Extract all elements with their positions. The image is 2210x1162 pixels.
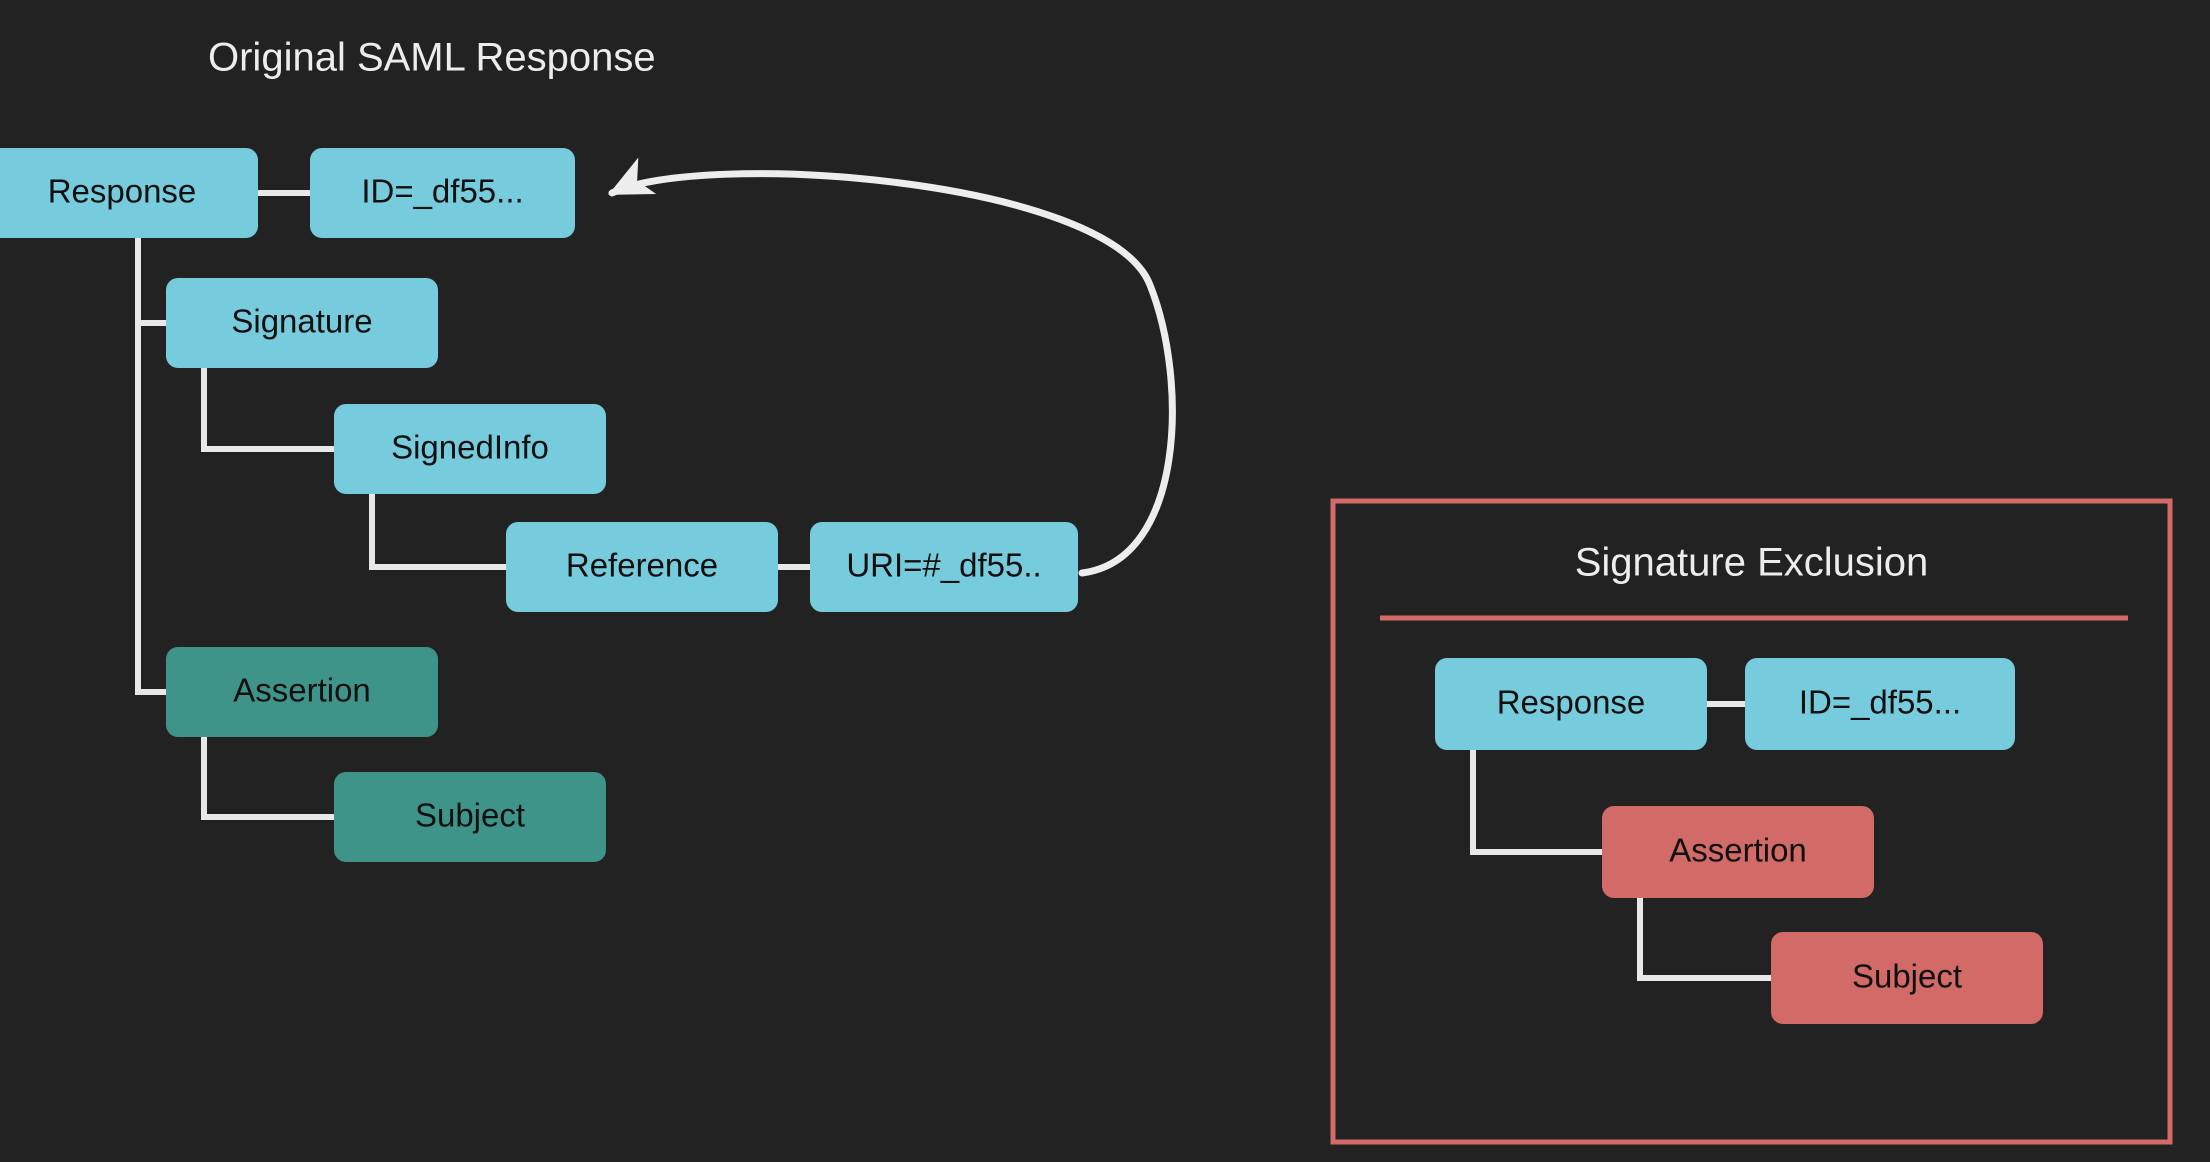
left-panel-nodes: Response ID=_df55... SignatureSignedInfoRe… [0, 148, 1078, 862]
node-r_assertion[interactable]: Assertion [1602, 806, 1874, 898]
node-label-subject: Subject [415, 797, 525, 834]
node-label-r_assertion: Assertion [1669, 832, 1807, 869]
node-label-r_response: Response [1497, 684, 1646, 721]
node-signedinfo[interactable]: SignedInfo [334, 404, 606, 494]
node-id_attr[interactable]: ID=_df55... [310, 148, 575, 238]
node-label-response: Response [48, 173, 197, 210]
node-subject[interactable]: Subject [334, 772, 606, 862]
edge-signedinfo-to-reference [369, 494, 506, 570]
node-uri_attr[interactable]: URI=#_df55.. [810, 522, 1078, 612]
edge-r_assertion-to-r_subject [1637, 898, 1771, 981]
node-box-signature[interactable] [166, 278, 438, 368]
node-box-assertion[interactable] [166, 647, 438, 737]
node-box-uri_attr[interactable] [810, 522, 1078, 612]
node-box-id_attr[interactable] [310, 148, 575, 238]
edge-response-to-assertion [135, 238, 166, 695]
node-label-signature: Signature [231, 303, 372, 340]
node-box-signedinfo[interactable] [334, 404, 606, 494]
node-label-assertion: Assertion [233, 672, 371, 709]
node-box-r_response[interactable] [1435, 658, 1707, 750]
left-panel-group: Original SAML Response Response ID=_df55.… [0, 36, 1176, 862]
node-r_id_attr[interactable]: ID=_df55... [1745, 658, 2015, 750]
node-label-r_subject: Subject [1852, 958, 1962, 995]
right-panel-title: Signature Exclusion [1575, 541, 1929, 585]
left-panel-edges [135, 190, 810, 820]
node-label-id_attr: ID=_df55... [361, 173, 523, 210]
node-r_response[interactable]: Response [1435, 658, 1707, 750]
node-signature[interactable]: Signature [166, 278, 438, 368]
node-r_subject[interactable]: Subject [1771, 932, 2043, 1024]
node-box-r_id_attr[interactable] [1745, 658, 2015, 750]
reference-uri-to-id-arrow [608, 157, 1176, 577]
node-response[interactable]: Response [0, 148, 258, 238]
node-assertion[interactable]: Assertion [166, 647, 438, 737]
edge-signature-to-signedinfo [201, 368, 334, 452]
node-label-r_id_attr: ID=_df55... [1799, 684, 1961, 721]
node-box-r_subject[interactable] [1771, 932, 2043, 1024]
node-box-subject[interactable] [334, 772, 606, 862]
left-panel-title: Original SAML Response [208, 36, 656, 80]
right-panel-edges [1470, 701, 1771, 981]
signature-exclusion-frame [1330, 498, 2173, 1145]
node-label-signedinfo: SignedInfo [391, 429, 549, 466]
node-box-r_assertion[interactable] [1602, 806, 1874, 898]
node-box-reference[interactable] [506, 522, 778, 612]
node-label-reference: Reference [566, 547, 718, 584]
edge-assertion-to-subject [201, 737, 334, 820]
node-reference[interactable]: Reference [506, 522, 778, 612]
right-panel-group: Signature Exclusion Response ID=_df55... A… [1330, 498, 2173, 1145]
node-label-uri_attr: URI=#_df55.. [846, 547, 1041, 584]
edge-r_response-to-r_assertion [1470, 750, 1602, 855]
node-box-response[interactable] [0, 148, 258, 238]
